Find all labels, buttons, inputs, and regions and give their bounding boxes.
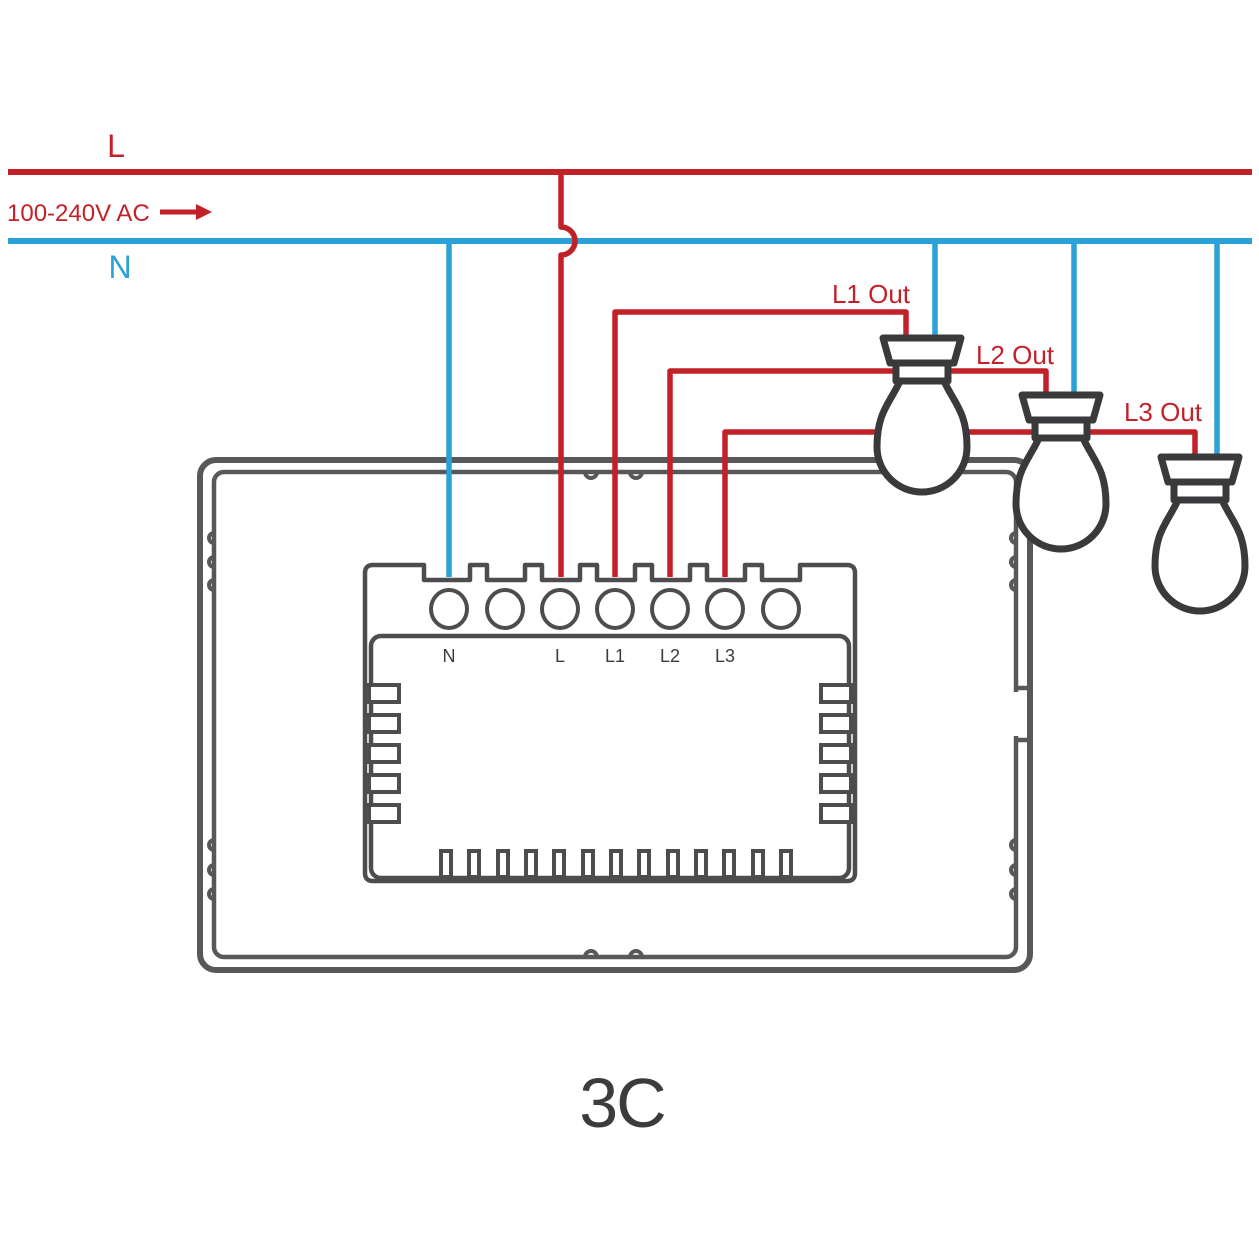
fin — [819, 773, 853, 794]
terminal-hole-spare-1 — [485, 588, 525, 630]
terminal-label-l3: L3 — [715, 646, 735, 666]
fin — [367, 803, 401, 824]
fin — [367, 743, 401, 764]
bulb-globe — [873, 377, 971, 496]
fin — [367, 683, 401, 704]
right-edge-gap — [1011, 692, 1021, 736]
left-fins — [367, 683, 401, 824]
terminal-hole-l1 — [595, 588, 635, 630]
terminal-hole-l3 — [705, 588, 745, 630]
live-wire-to-terminal — [558, 172, 578, 577]
terminal-hole-l2 — [650, 588, 690, 630]
light-bulb-1 — [873, 334, 971, 496]
l1-out-wire — [612, 309, 909, 577]
fin — [819, 743, 853, 764]
tooth — [467, 849, 481, 879]
tooth — [609, 849, 623, 879]
terminal-hole-l — [540, 588, 580, 630]
terminal-label-l2: L2 — [660, 646, 680, 666]
model-label: 3C — [579, 1064, 664, 1142]
bottom-teeth — [439, 849, 793, 879]
terminal-label-l1: L1 — [605, 646, 625, 666]
tooth — [666, 849, 680, 879]
tooth — [496, 849, 510, 879]
neutral-bus-label: N — [108, 249, 131, 285]
tooth — [581, 849, 595, 879]
l1-out-label: L1 Out — [832, 279, 911, 309]
tooth — [439, 849, 453, 879]
terminal-label-n: N — [443, 646, 456, 666]
terminal-holes — [429, 588, 801, 630]
right-fins — [819, 683, 853, 824]
terminal-block — [362, 562, 858, 884]
arrow-head — [196, 204, 212, 220]
clip-notches-horizontal — [583, 471, 644, 958]
tooth — [779, 849, 793, 879]
fin — [367, 713, 401, 734]
tooth — [637, 849, 651, 879]
fin — [819, 713, 853, 734]
power-rating-label: 100-240V AC — [7, 200, 150, 227]
live-bus-label: L — [107, 128, 125, 164]
fin — [819, 683, 853, 704]
l2-out-label: L2 Out — [976, 340, 1055, 370]
tooth — [524, 849, 538, 879]
bulb-cap — [1157, 453, 1243, 486]
right-edge-connector — [1014, 685, 1029, 743]
bulb-globe — [1012, 434, 1110, 553]
tooth — [694, 849, 708, 879]
tooth — [751, 849, 765, 879]
right-arrow-icon — [160, 204, 212, 220]
bulb-globe — [1151, 496, 1249, 615]
terminal-label-l: L — [555, 646, 565, 666]
tooth — [552, 849, 566, 879]
clip-notches-vertical — [207, 531, 1017, 901]
fin — [819, 803, 853, 824]
light-bulb-2 — [1012, 391, 1110, 553]
tooth — [722, 849, 736, 879]
bulb-cap — [879, 334, 965, 367]
wires — [446, 172, 1220, 577]
terminal-hole-n — [429, 588, 469, 630]
terminal-hole-spare-2 — [761, 588, 801, 630]
terminal-block-compartment — [368, 633, 852, 881]
l2-out-wire — [667, 368, 1049, 577]
fin — [367, 773, 401, 794]
bulb-cap — [1018, 391, 1104, 424]
l3-out-label: L3 Out — [1124, 397, 1203, 427]
light-bulb-3 — [1151, 453, 1249, 615]
